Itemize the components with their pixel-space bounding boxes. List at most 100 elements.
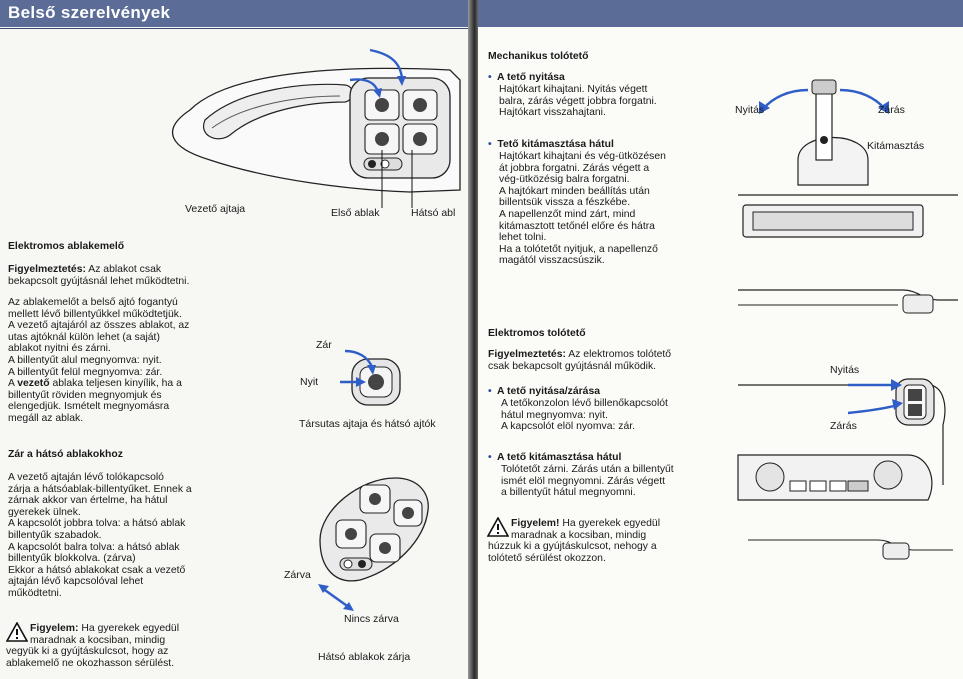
para-2-line-4: gyerekek ülnek. — [8, 506, 81, 518]
para-2-line-7: A kapcsolót balra tolva: a hátsó ablak — [8, 541, 180, 553]
bullet-3-title: • A tető nyitása/zárása — [488, 386, 600, 398]
label-nincs-zarva: Nincs zárva — [344, 613, 399, 625]
caption-tarsutas: Társutas ajtaja és hátsó ajtók — [299, 418, 436, 430]
heading-mechanikus-toloteto: Mechanikus tolótető — [488, 51, 589, 62]
r-warn-label: Figyelem! — [511, 518, 560, 529]
r-warning-label: Figyelmeztetés: — [488, 349, 566, 360]
b3-line-2: hátul megnyomva: nyit. — [501, 409, 608, 421]
b2-line-2: át jobbra forgatni. Zárás végett a — [499, 162, 650, 174]
label-zar: Zár — [316, 339, 332, 351]
warning-triangle-icon — [487, 517, 509, 537]
warn2-text: Ha gyerekek egyedül — [78, 623, 180, 634]
b2-line-5: billentsük vissza a fészkébe. — [499, 197, 631, 209]
caption-hatso-ablakok: Hátsó ablakok zárja — [318, 651, 411, 663]
r-warn-text: Ha gyerekek egyedül — [559, 518, 661, 529]
para-2-line-6: billentyűk szabadok. — [8, 530, 102, 541]
b2-line-1: Hajtókart kihajtani és vég-ütközésen — [499, 151, 666, 162]
b2-line-9: Ha a tolótetőt nyitjuk, a napellenző — [499, 243, 658, 255]
label-nyitas-1: Nyitás — [735, 104, 765, 116]
roof-console-figure — [737, 378, 953, 560]
b2-line-7: kitámasztott tetőnél előre és hátra — [499, 220, 655, 232]
bullet-dot: • — [488, 386, 498, 397]
b4-line-2: ismét elöl megnyomni. Zárás végett — [501, 475, 666, 487]
right-header-bar — [478, 0, 963, 27]
para-2-line-3: zárnak akkor van értelme, ha hátul — [8, 495, 168, 507]
para-1-line-11: megáll az ablak. — [8, 413, 84, 424]
para-1-line-8: A vezető ablaka teljesen kinyílik, ha a — [8, 378, 182, 390]
para-1-line-6: A billentyűt alul megnyomva: nyit. — [8, 355, 162, 366]
para-2-line-11: működtetni. — [8, 588, 62, 599]
r-warn-line-3: húzzuk ki a gyújtáskulcsot, nehogy a — [488, 541, 657, 553]
para-1-line-4: utas ajtóknál külön lehet (a saját) — [8, 331, 160, 343]
para-1-line-9: billentyűt röviden megnyomjuk és — [8, 389, 162, 401]
bullet-2-title: • Tető kitámasztása hátul — [488, 139, 614, 151]
bullet-1-text: A tető nyitása — [497, 72, 565, 83]
r-warning-line-1: Figyelmeztetés: Az elektromos tolótető — [488, 349, 671, 361]
label-zaras-1: Zárás — [878, 104, 905, 116]
bullet-1-title: • A tető nyitása — [488, 72, 565, 84]
para-2-line-2: zárja a hátsóablak-billentyűket. Ennek a — [8, 483, 192, 495]
label-nyit: Nyit — [300, 376, 319, 388]
right-page: Mechanikus tolótető • A tető nyitása Haj… — [478, 0, 963, 679]
heading-elektromos-ablakemelo: Elektromos ablakemelő — [8, 241, 125, 252]
r-warn-line-1: Figyelem! Ha gyerekek egyedül — [511, 518, 660, 530]
bullet-dot: • — [488, 72, 498, 83]
passenger-switch-figure — [340, 349, 401, 406]
b3-line-1: A tetőkonzolon lévő billenőkapcsolót — [501, 398, 668, 409]
r-warn-line-2: maradnak a kocsiban, mindig — [511, 529, 647, 541]
warn2-line-4: ablakemelő ne okozhasson sérülést. — [6, 657, 175, 669]
bullet-4-title: • A tető kitámasztása hátul — [488, 452, 621, 464]
para-1-line-2: mellett lévő billentyűkkel működtetjük. — [8, 308, 182, 320]
warning-label: Figyelmeztetés: — [8, 264, 86, 275]
warn2-line-1: Figyelem: Ha gyerekek egyedül — [30, 623, 179, 635]
b3-line-3: A kapcsolót elöl nyomva: zár. — [501, 421, 635, 433]
para-1-line-3: A vezető ajtajáról az összes ablakot, az — [8, 320, 190, 332]
para-1-line-1: Az ablakemelőt a belső ajtó fogantyú — [8, 297, 178, 308]
bullet-dot: • — [488, 452, 498, 463]
para-2-line-9: Ekkor a hátsó ablakokat csak a vezető — [8, 564, 186, 576]
b2-line-6: A napellenzőt mind zárt, mind — [499, 209, 636, 220]
sunroof-crank-figure — [738, 79, 958, 314]
left-page: Belső szerelvények Vezető ajtaja Első ab… — [0, 0, 470, 679]
b2-line-3: vég-ütközésig balra forgatni. — [499, 174, 630, 186]
b2-line-10: magától visszacsúszik. — [499, 255, 605, 267]
r-warning-line-2: csak bekapcsolt gyújtásnál működik. — [488, 360, 657, 372]
para-1-line-5: ablakot nyitni és zárni. — [8, 343, 111, 355]
label-zarva: Zárva — [284, 569, 311, 581]
b4-line-1: Tolótetőt zárni. Zárás után a billentyűt — [501, 464, 674, 475]
b1-line-1: Hajtókart kihajtani. Nyitás végett — [499, 84, 648, 95]
warning-triangle-icon — [6, 622, 28, 642]
text-pre: A — [8, 378, 18, 390]
label-vezeto-ajtaja: Vezető ajtaja — [185, 203, 246, 215]
para-1-line-7: A billentyűt felül megnyomva: zár. — [8, 366, 163, 378]
label-zaras-2: Zárás — [830, 420, 857, 432]
text-post: ablaka teljesen kinyílik, ha a — [49, 378, 182, 390]
para-2-line-5: A kapcsolót jobbra tolva: a hátsó ablak — [8, 518, 186, 530]
para-2-line-1: A vezető ajtaján lévő tolókapcsoló — [8, 472, 164, 483]
b2-line-8: lehet tolni. — [499, 232, 547, 244]
bullet-4-text: A tető kitámasztása hátul — [497, 452, 622, 463]
label-nyitas-2: Nyitás — [830, 364, 860, 376]
para-1-line-10: elengedjük. Ismételt megnyomásra — [8, 401, 170, 413]
heading-zar-hatso: Zár a hátsó ablakokhoz — [8, 449, 123, 460]
b4-line-3: a billentyűt hátul megnyomni. — [501, 487, 636, 499]
warn2-label: Figyelem: — [30, 623, 79, 634]
para-2-line-10: ajtaján lévő kapcsolóval lehet — [8, 576, 144, 588]
bullet-3-text: A tető nyitása/zárása — [497, 386, 601, 397]
warning-line-2: bekapcsolt gyújtásnál lehet működtetni. — [8, 276, 190, 287]
label-elso-ablak: Első ablak — [331, 207, 380, 219]
text-bold: vezető — [17, 378, 50, 390]
warn2-line-2: maradnak a kocsiban, mindig — [30, 634, 166, 646]
header-rule — [0, 28, 470, 29]
rear-window-lock-figure — [318, 477, 429, 611]
label-kitamasztas: Kitámasztás — [867, 140, 925, 152]
b2-line-4: A hajtókart minden beállítás után — [499, 185, 650, 197]
page-title: Belső szerelvények — [8, 3, 171, 22]
heading-elektromos-toloteto: Elektromos tolótető — [488, 328, 586, 339]
b1-line-2: balra, zárás végett jobbra forgatni. — [499, 95, 657, 107]
bullet-2-text: Tető kitámasztása hátul — [497, 139, 614, 150]
para-2-line-8: billentyűk blokkolva. (zárva) — [8, 553, 136, 565]
warn2-line-3: vegyük ki a gyújtáskulcsot, hogy az — [6, 646, 169, 658]
book-gutter — [468, 0, 480, 679]
bullet-dot: • — [488, 139, 498, 150]
